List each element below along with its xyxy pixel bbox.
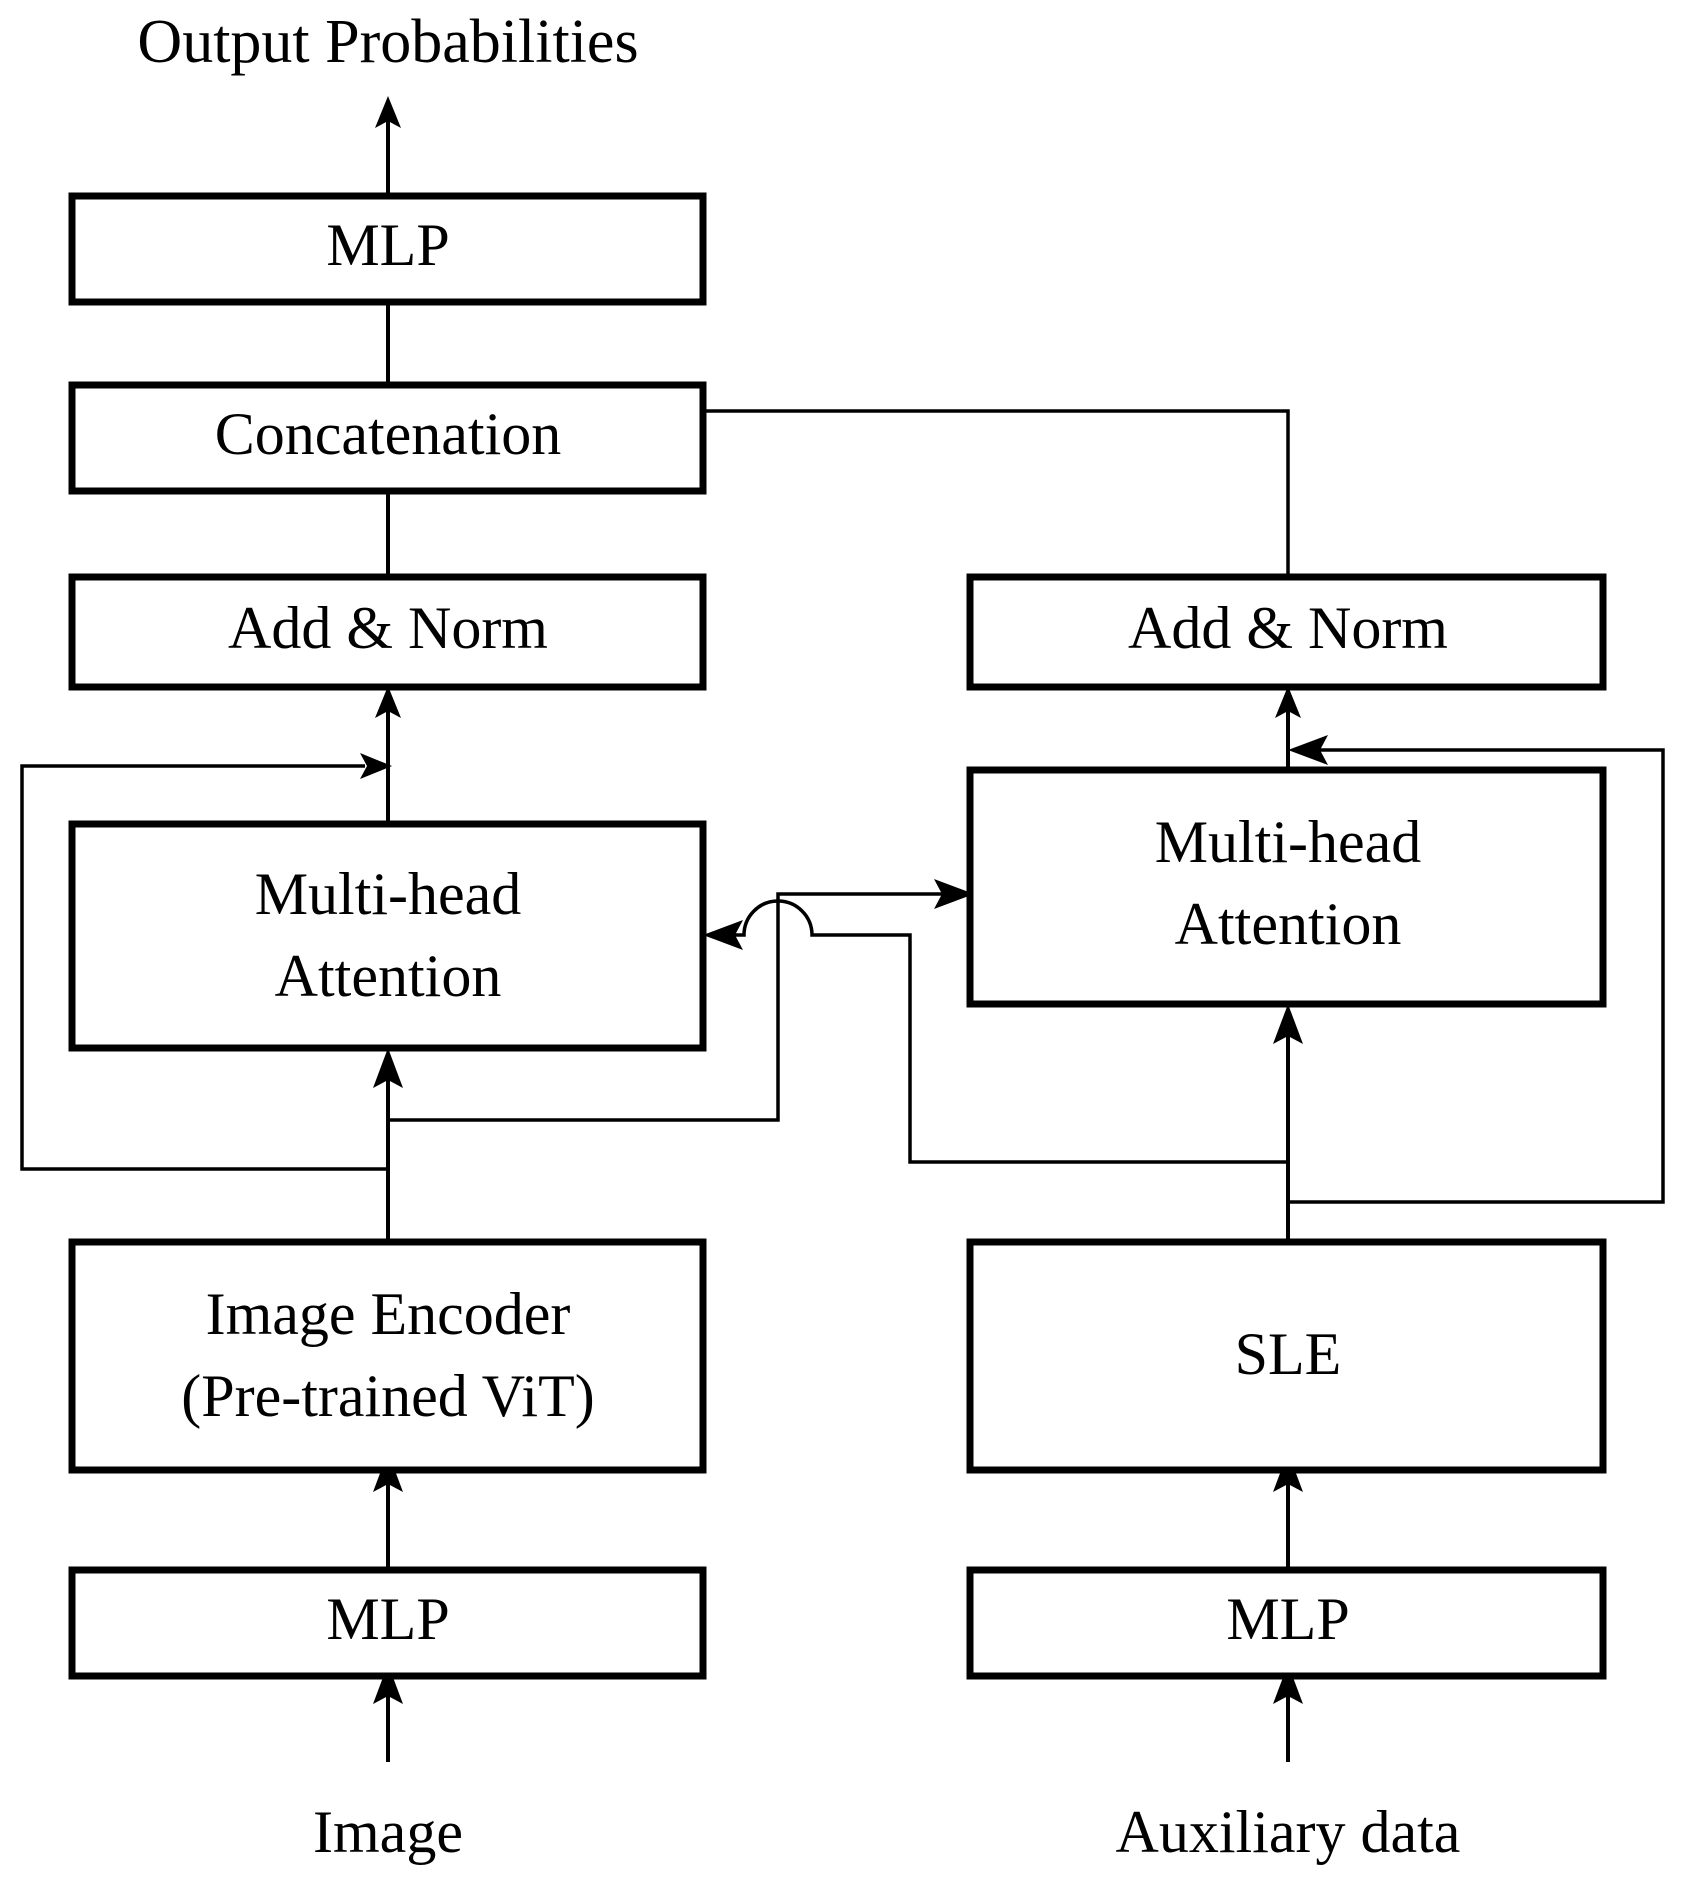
edge-cross-to-left-mha [703, 899, 1288, 1164]
edge-cross-to-right-mha [388, 879, 974, 1122]
edge-image-to-mlpleft [373, 1664, 403, 1762]
block-add-norm-right[interactable]: Add & Norm [966, 573, 1607, 691]
block-image-encoder[interactable]: Image Encoder (Pre-trained ViT) [68, 1238, 707, 1474]
block-image-encoder-rect[interactable] [68, 1238, 707, 1474]
block-mlp-right-bottom-label: MLP [1226, 1586, 1349, 1652]
edge-residual-right [1288, 735, 1665, 1204]
block-mha-left[interactable]: Multi-head Attention [68, 820, 707, 1052]
edge-sle-to-mharight [1273, 1004, 1303, 1242]
block-mlp-left-bottom-rect[interactable] [68, 1566, 707, 1680]
block-mlp-top[interactable]: MLP [68, 192, 707, 306]
edge-mhaleft-to-addnorm [375, 686, 401, 824]
block-mha-left-label-line2: Attention [275, 943, 502, 1009]
block-mha-right-rect[interactable] [966, 766, 1607, 1008]
block-sle-rect[interactable] [966, 1238, 1607, 1474]
block-mlp-top-label: MLP [326, 212, 449, 278]
image-input-label: Image [313, 1799, 463, 1865]
block-add-norm-left-rect[interactable] [68, 573, 707, 691]
block-concatenation[interactable]: Concatenation [68, 381, 707, 495]
block-mha-right-label-line1: Multi-head [1155, 809, 1422, 875]
block-add-norm-left-label: Add & Norm [228, 595, 548, 661]
block-add-norm-right-rect[interactable] [966, 573, 1607, 691]
block-mha-left-rect[interactable] [68, 820, 707, 1052]
block-add-norm-right-label: Add & Norm [1128, 595, 1448, 661]
edge-encoder-to-mhaleft [373, 1048, 403, 1242]
block-image-encoder-label-line2: (Pre-trained ViT) [181, 1363, 594, 1429]
edge-mharight-to-addnorm [1275, 686, 1301, 770]
block-mlp-right-bottom[interactable]: MLP [966, 1566, 1607, 1680]
block-sle-label: SLE [1235, 1321, 1342, 1387]
block-sle[interactable]: SLE [966, 1238, 1607, 1474]
edge-addnormright-to-concat [609, 396, 1290, 577]
auxiliary-data-input-label: Auxiliary data [1116, 1799, 1461, 1865]
block-mlp-left-bottom[interactable]: MLP [68, 1566, 707, 1680]
block-mlp-left-bottom-label: MLP [326, 1586, 449, 1652]
block-mha-right-label-line2: Attention [1175, 891, 1402, 957]
block-add-norm-left[interactable]: Add & Norm [68, 573, 707, 691]
block-image-encoder-label-line1: Image Encoder [206, 1281, 571, 1347]
edge-aux-to-mlpright [1273, 1664, 1303, 1762]
block-mlp-top-rect[interactable] [68, 192, 707, 306]
block-concatenation-rect[interactable] [68, 381, 707, 495]
edge-residual-left [20, 753, 392, 1171]
block-concatenation-label: Concatenation [215, 401, 562, 467]
output-probabilities-label: Output Probabilities [137, 8, 638, 76]
block-mlp-right-bottom-rect[interactable] [966, 1566, 1607, 1680]
edge-mlp-to-output [375, 96, 401, 196]
block-mha-right[interactable]: Multi-head Attention [966, 766, 1607, 1008]
block-mha-left-label-line1: Multi-head [255, 861, 522, 927]
